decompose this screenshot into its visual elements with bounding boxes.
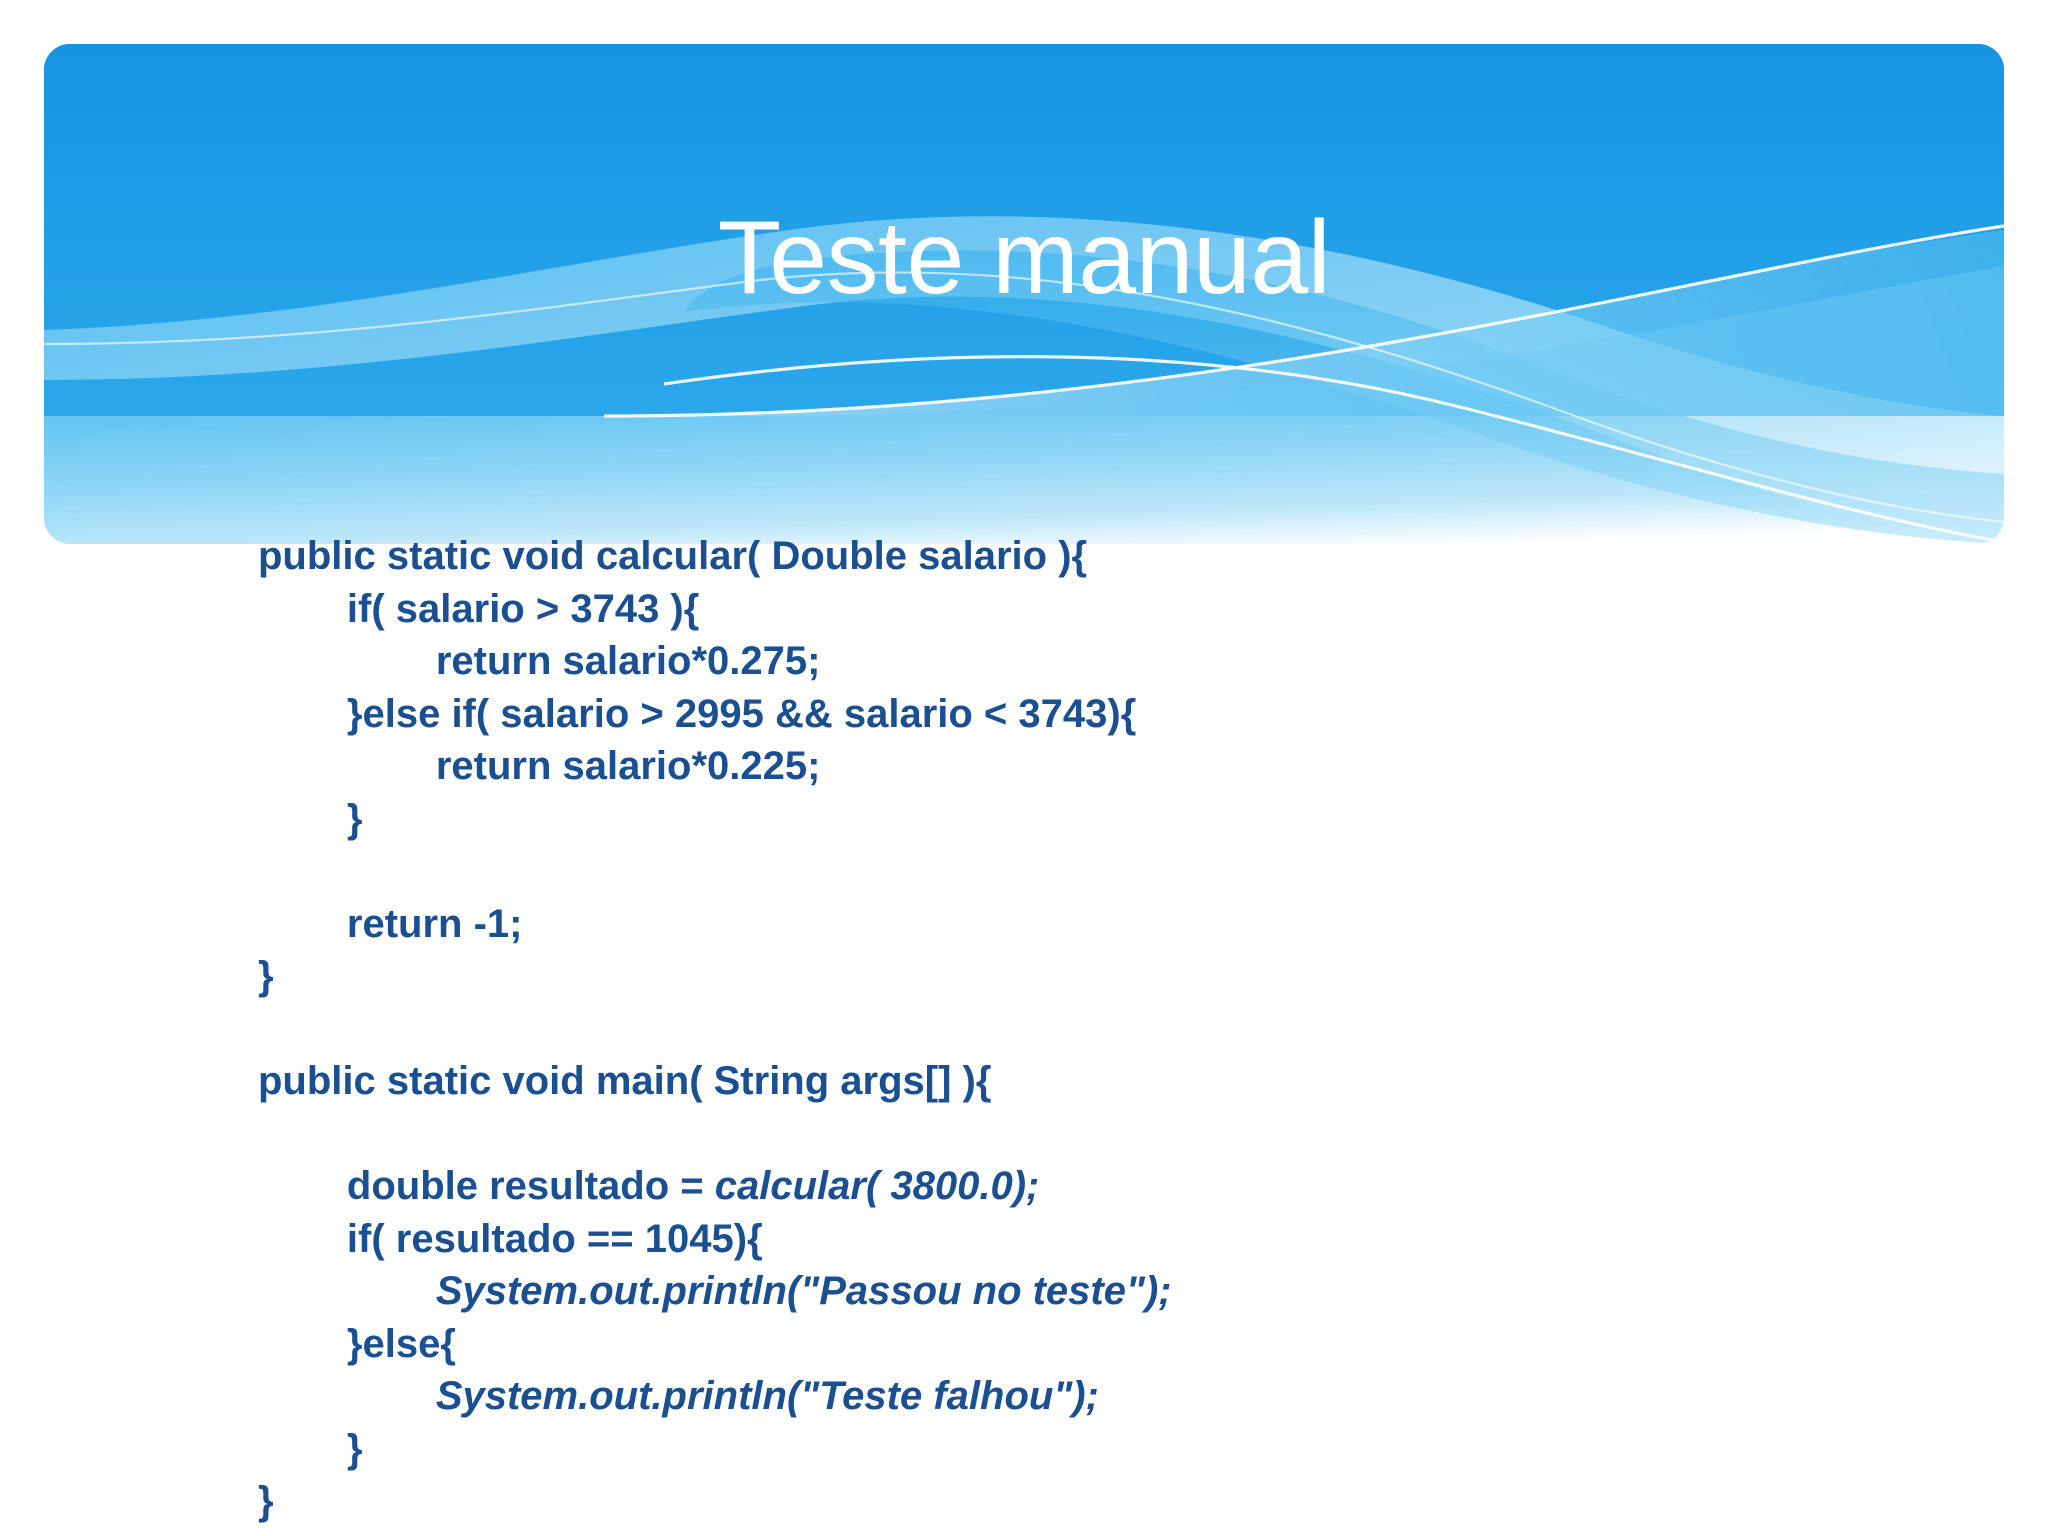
- code-line: return salario*0.225;: [258, 740, 1958, 793]
- code-token: if( salario > 3743 ){: [346, 586, 700, 631]
- code-token: calcular( 3800.0);: [714, 1164, 1040, 1208]
- code-token: }: [258, 954, 274, 998]
- code-line: }else{: [258, 1318, 1958, 1371]
- code-line: [258, 1108, 1958, 1161]
- code-block: public static void calcular( Double sala…: [258, 530, 1958, 1528]
- code-token: if( resultado == 1045){: [346, 1216, 763, 1261]
- code-token: System.out.println("Teste falhou");: [435, 1374, 1099, 1418]
- code-line: [258, 845, 1958, 898]
- code-line: }: [258, 1423, 1958, 1476]
- code-line: }: [258, 793, 1958, 846]
- code-line: System.out.println("Teste falhou");: [258, 1370, 1958, 1423]
- code-token: System.out.println("Passou no teste");: [435, 1269, 1172, 1313]
- code-token: }else{: [346, 1321, 456, 1366]
- code-line: return -1;: [258, 898, 1958, 951]
- code-token: return salario*0.225;: [435, 744, 821, 788]
- code-token: return salario*0.275;: [435, 639, 821, 683]
- code-line: double resultado = calcular( 3800.0);: [258, 1160, 1958, 1213]
- code-line: }else if( salario > 2995 && salario < 37…: [258, 688, 1958, 741]
- code-line: }: [258, 1475, 1958, 1528]
- code-token: return -1;: [346, 901, 523, 946]
- code-token: }: [346, 796, 363, 841]
- header-banner: [44, 44, 2004, 544]
- banner-wave-artwork: [44, 44, 2004, 544]
- code-line: if( resultado == 1045){: [258, 1213, 1958, 1266]
- code-line: [258, 1003, 1958, 1056]
- code-token: public static void calcular( Double sala…: [258, 534, 1088, 578]
- code-token: public static void main( String args[] )…: [258, 1059, 992, 1103]
- code-token: }: [346, 1426, 363, 1471]
- code-line: public static void main( String args[] )…: [258, 1055, 1958, 1108]
- code-line: System.out.println("Passou no teste");: [258, 1265, 1958, 1318]
- code-token: }else if( salario > 2995 && salario < 37…: [346, 691, 1137, 736]
- code-line: public static void calcular( Double sala…: [258, 530, 1958, 583]
- code-line: return salario*0.275;: [258, 635, 1958, 688]
- code-token: double resultado =: [346, 1164, 715, 1208]
- code-line: }: [258, 950, 1958, 1003]
- code-line: if( salario > 3743 ){: [258, 583, 1958, 636]
- code-token: }: [258, 1479, 274, 1523]
